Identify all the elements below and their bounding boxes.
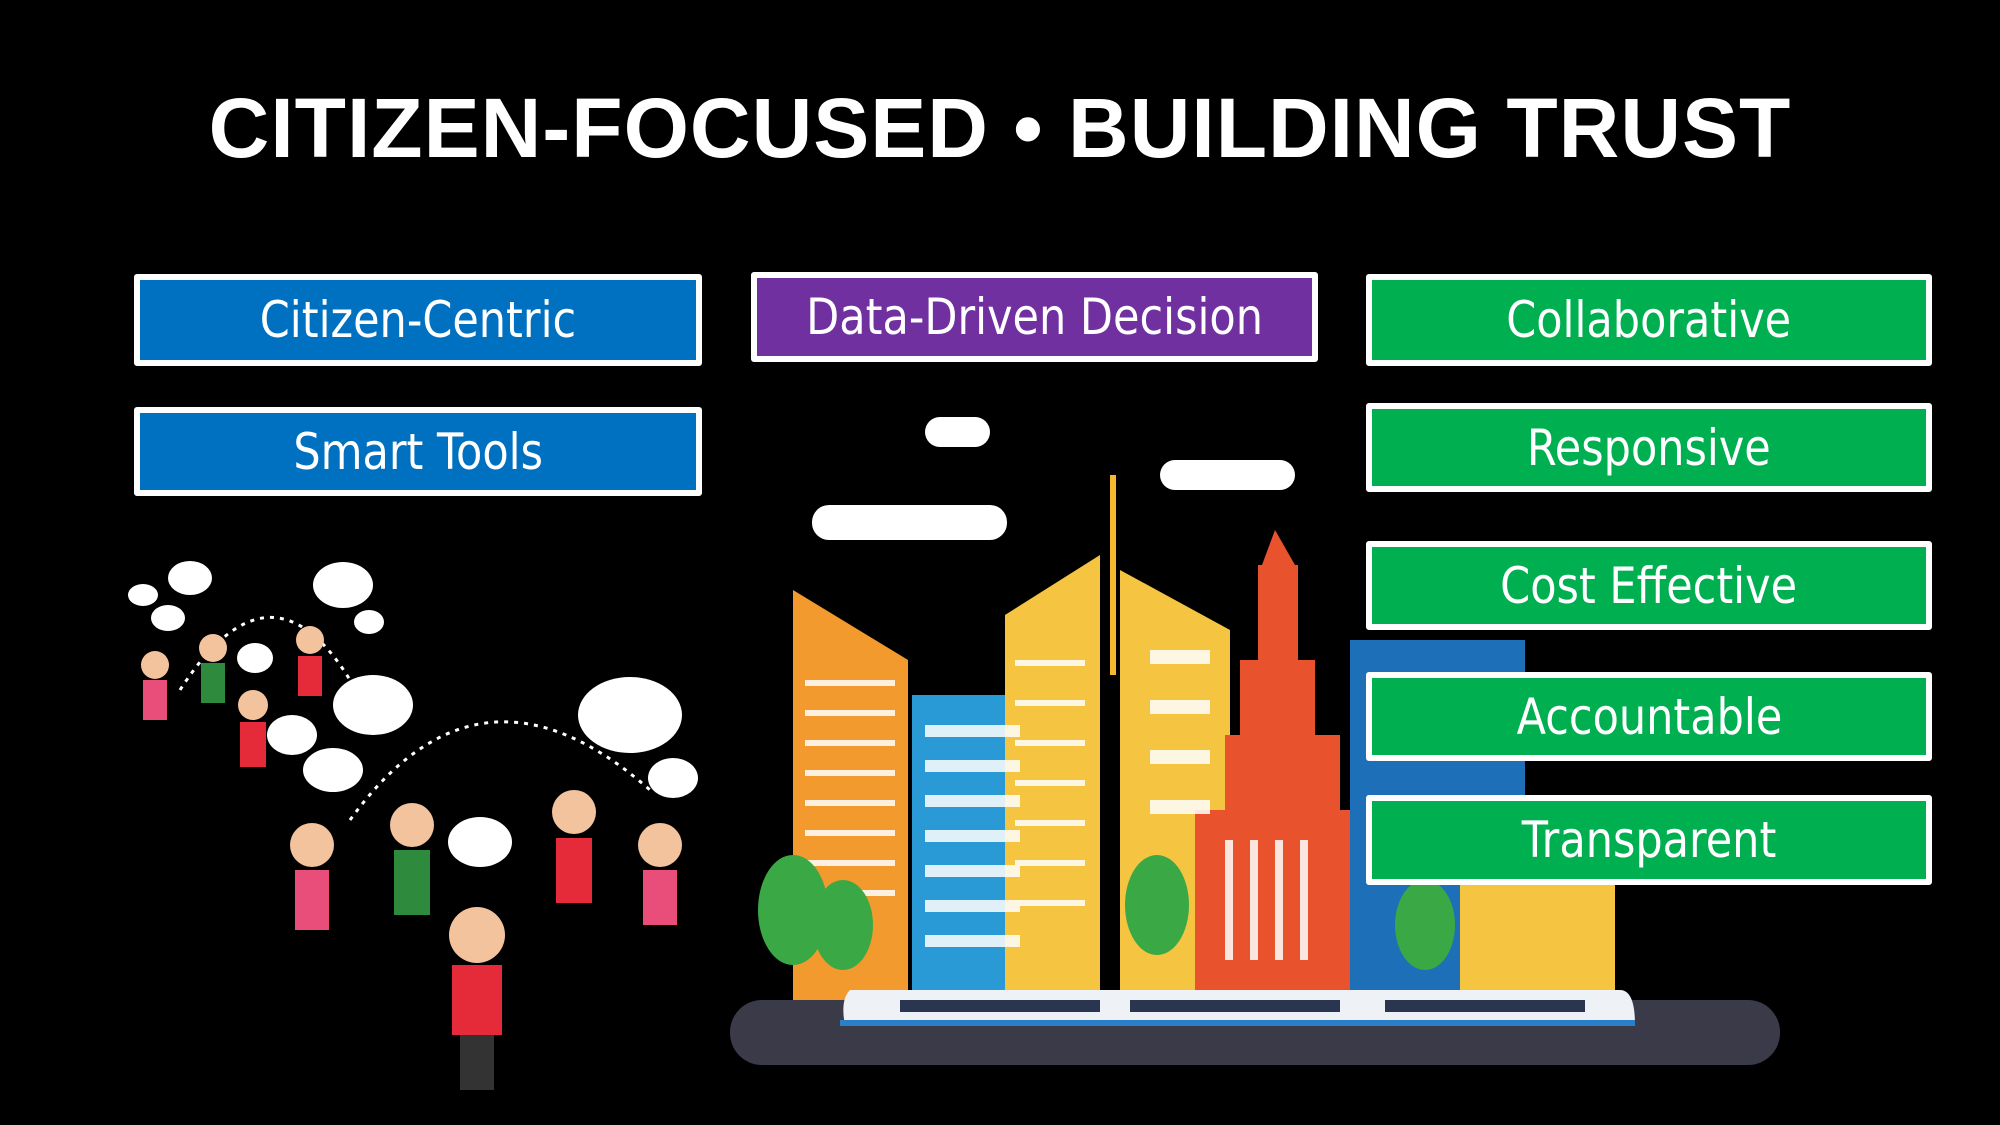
tag-label: Responsive (1527, 418, 1771, 477)
tree-icon (1395, 880, 1455, 970)
speech-bubble-icon (128, 561, 698, 867)
tree-icon (1125, 855, 1189, 955)
tag-label: Citizen-Centric (259, 291, 577, 349)
train-icon (840, 990, 1635, 1026)
cloud-icon (925, 417, 990, 447)
tag-responsive: Responsive (1366, 403, 1932, 492)
tag-transparent: Transparent (1366, 795, 1932, 885)
tag-label: Data-Driven Decision (806, 288, 1263, 346)
cloud-icon (812, 505, 1007, 540)
tag-accountable: Accountable (1366, 672, 1932, 761)
tag-label: Transparent (1521, 811, 1777, 869)
tag-collaborative: Collaborative (1366, 274, 1932, 366)
tag-data-driven-decision: Data-Driven Decision (751, 272, 1318, 362)
tree-icon (758, 855, 828, 965)
tag-citizen-centric: Citizen-Centric (134, 274, 702, 366)
tag-label: Cost Effective (1500, 556, 1798, 615)
page-title: CITIZEN-FOCUSED • BUILDING TRUST (208, 81, 1792, 175)
cloud-icon (1160, 460, 1295, 490)
people-illustration (128, 561, 698, 1090)
tag-smart-tools: Smart Tools (134, 407, 702, 496)
tag-label: Collaborative (1506, 291, 1792, 349)
person-icon (141, 626, 682, 1090)
tag-label: Smart Tools (293, 422, 543, 481)
tree-icon (813, 880, 873, 970)
tag-cost-effective: Cost Effective (1366, 541, 1932, 630)
tag-label: Accountable (1516, 687, 1782, 746)
